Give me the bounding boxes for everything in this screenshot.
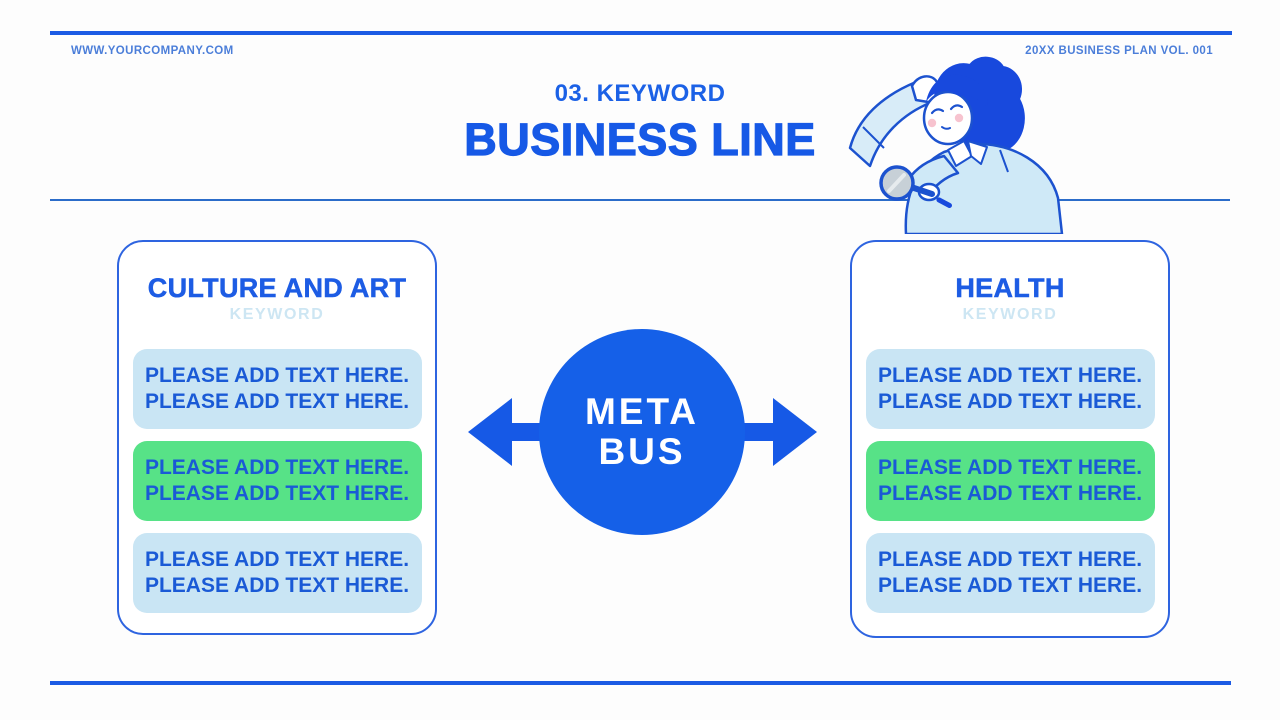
category-card-health: HEALTH KEYWORD PLEASE ADD TEXT HERE. PLE…: [850, 240, 1170, 638]
placeholder-line: PLEASE ADD TEXT HERE.: [144, 548, 410, 571]
placeholder-line: PLEASE ADD TEXT HERE.: [144, 482, 410, 505]
slide-kicker: 03. KEYWORD: [554, 80, 726, 107]
text-placeholder-box[interactable]: PLEASE ADD TEXT HERE. PLEASE ADD TEXT HE…: [132, 441, 422, 521]
placeholder-line: PLEASE ADD TEXT HERE.: [144, 456, 410, 479]
placeholder-line: PLEASE ADD TEXT HERE.: [877, 364, 1143, 387]
category-card-culture-and-art: CULTURE AND ART KEYWORD PLEASE ADD TEXT …: [117, 240, 437, 635]
arrow-left-icon: [468, 398, 512, 466]
placeholder-line: PLEASE ADD TEXT HERE.: [144, 574, 410, 597]
card-subtitle: KEYWORD: [229, 306, 325, 323]
placeholder-line: PLEASE ADD TEXT HERE.: [877, 390, 1143, 413]
top-rule: [50, 31, 1232, 35]
hub-label-line2: BUS: [598, 431, 686, 472]
placeholder-line: PLEASE ADD TEXT HERE.: [144, 364, 410, 387]
hub-label: META BUS: [542, 392, 742, 472]
card-subtitle: KEYWORD: [962, 306, 1058, 323]
text-placeholder-box[interactable]: PLEASE ADD TEXT HERE. PLEASE ADD TEXT HE…: [132, 349, 422, 429]
slide-title: BUSINESS LINE: [464, 113, 816, 165]
hub-label-line1: META: [584, 391, 700, 432]
card-title: CULTURE AND ART: [147, 273, 407, 304]
text-placeholder-box[interactable]: PLEASE ADD TEXT HERE. PLEASE ADD TEXT HE…: [865, 349, 1155, 429]
placeholder-line: PLEASE ADD TEXT HERE.: [877, 548, 1143, 571]
header-divider-rule: [50, 199, 1230, 201]
placeholder-line: PLEASE ADD TEXT HERE.: [877, 456, 1143, 479]
placeholder-line: PLEASE ADD TEXT HERE.: [144, 390, 410, 413]
hub-circle: [539, 329, 745, 535]
card-title: HEALTH: [955, 273, 1065, 304]
meta-bus-hub-diagram: [468, 329, 817, 535]
bottom-rule: [50, 681, 1231, 685]
text-placeholder-box[interactable]: PLEASE ADD TEXT HERE. PLEASE ADD TEXT HE…: [865, 533, 1155, 613]
person-magnifier-illustration-icon: [848, 56, 1064, 234]
header-website-text: WWW.YOURCOMPANY.COM: [71, 45, 234, 57]
text-placeholder-box[interactable]: PLEASE ADD TEXT HERE. PLEASE ADD TEXT HE…: [865, 441, 1155, 521]
placeholder-line: PLEASE ADD TEXT HERE.: [877, 574, 1143, 597]
header-volume-text: 20XX BUSINESS PLAN VOL. 001: [1025, 45, 1213, 57]
arrow-right-icon: [773, 398, 817, 466]
text-placeholder-box[interactable]: PLEASE ADD TEXT HERE. PLEASE ADD TEXT HE…: [132, 533, 422, 613]
placeholder-line: PLEASE ADD TEXT HERE.: [877, 482, 1143, 505]
